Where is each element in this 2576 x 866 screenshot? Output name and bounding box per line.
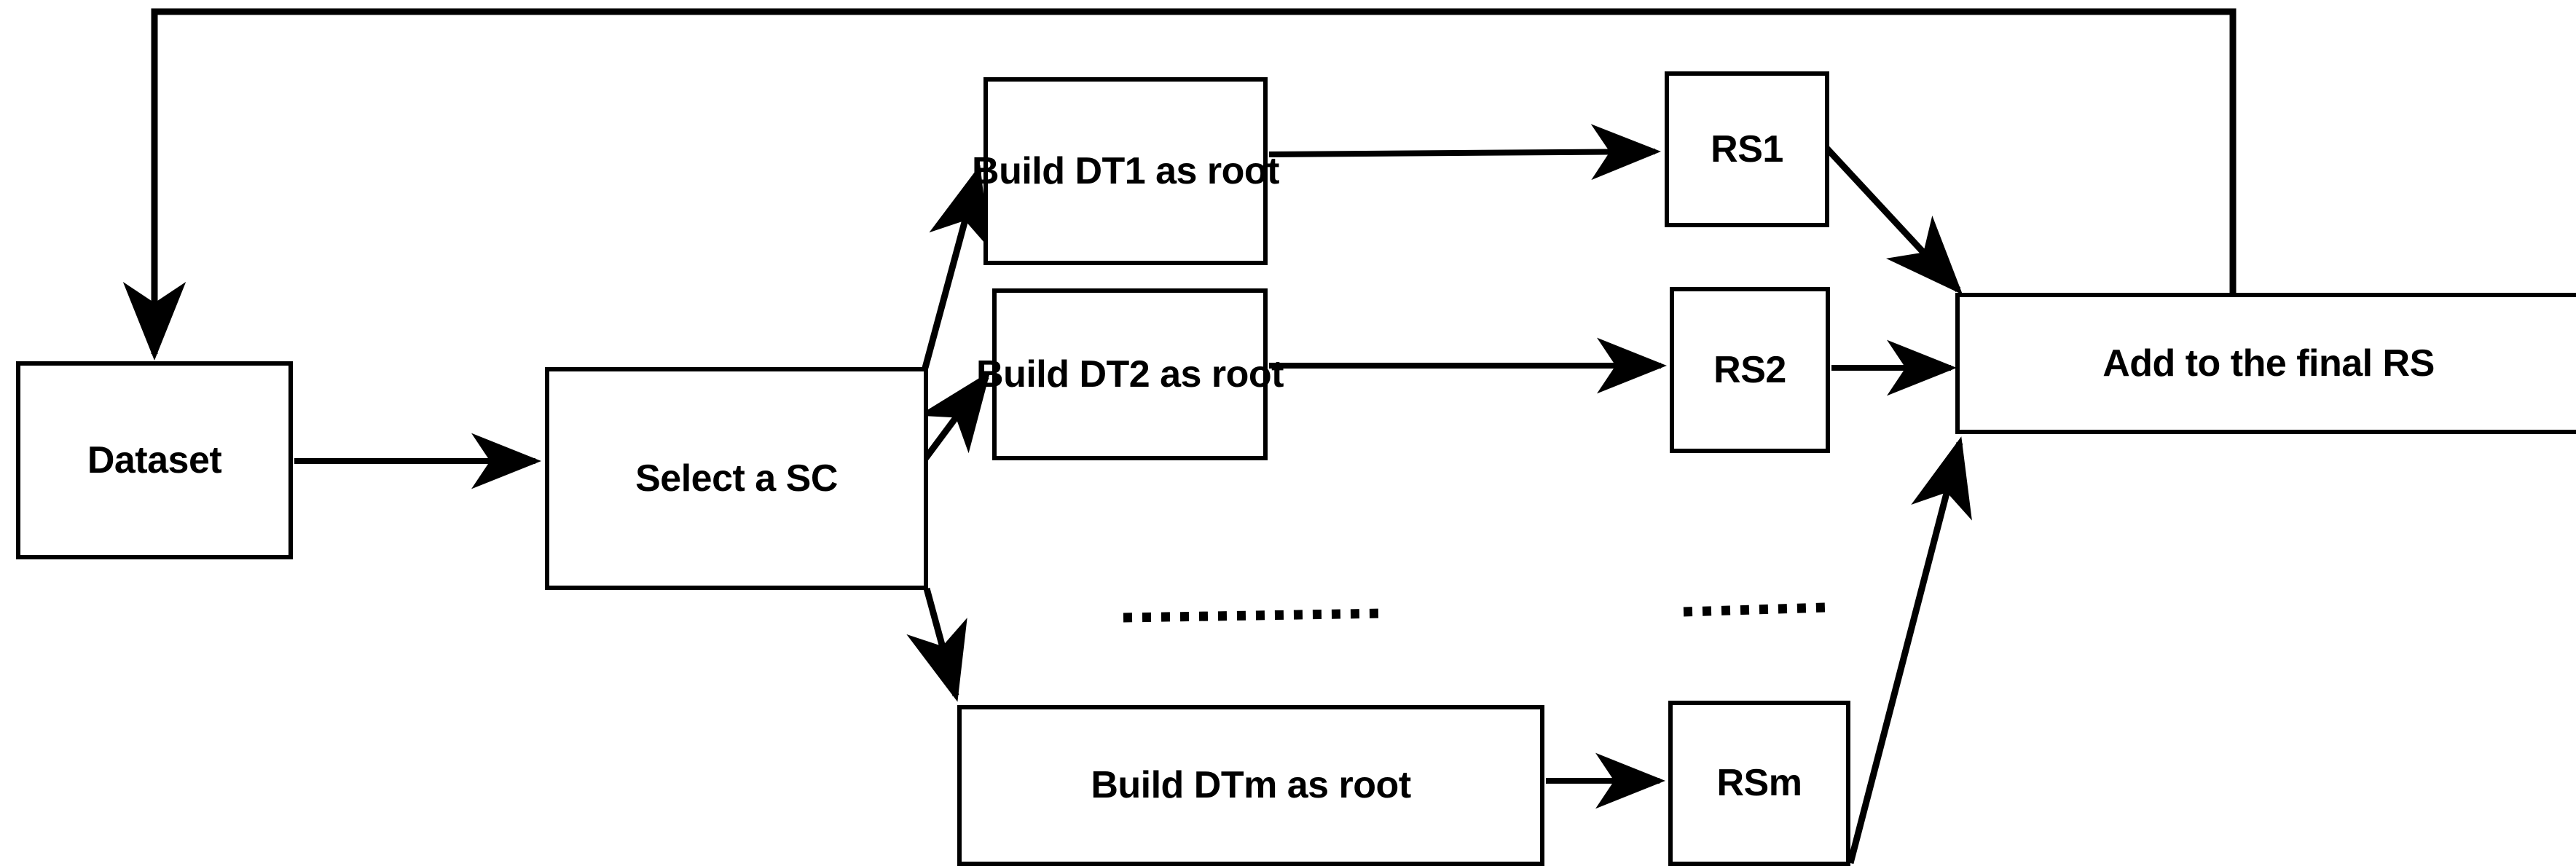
node-final-rs[interactable]: Add to the final RS <box>1955 293 2576 434</box>
node-select-sc-label: Select a SC <box>635 457 838 500</box>
node-rs1-label: RS1 <box>1711 127 1783 170</box>
edge-select-to-dt2 <box>918 371 991 461</box>
node-build-dt1[interactable]: Build DT1 as root <box>972 77 1279 265</box>
node-build-dtm[interactable]: Build DTm as root <box>957 705 1544 866</box>
node-rsm-label: RSm <box>1716 762 1802 805</box>
node-build-dtm-label: Build DTm as root <box>1091 764 1411 807</box>
node-build-dt1-label: Build DT1 as root <box>972 149 1279 192</box>
edge-final-to-dataset-feedback <box>122 8 2237 361</box>
node-final-rs-label: Add to the final RS <box>2102 342 2435 385</box>
node-build-dt2[interactable]: Build DT2 as root <box>976 288 1284 460</box>
node-select-sc[interactable]: Select a SC <box>545 367 928 590</box>
node-dataset[interactable]: Dataset <box>16 361 293 559</box>
node-rsm[interactable]: RSm <box>1668 701 1850 866</box>
node-build-dt2-label: Build DT2 as root <box>976 353 1284 395</box>
ellipsis-rs-column-icon <box>1683 602 1826 617</box>
edge-dt1-to-rs1 <box>1268 124 1661 181</box>
edge-select-to-dtm <box>906 587 967 702</box>
node-rs2[interactable]: RS2 <box>1670 287 1830 453</box>
edge-rs1-to-final <box>1823 145 1963 295</box>
edge-select-to-dt1 <box>922 165 990 369</box>
ellipsis-build-column-icon <box>1123 608 1387 623</box>
edge-rsm-to-final <box>1847 436 1972 865</box>
node-rs2-label: RS2 <box>1713 348 1786 391</box>
node-dataset-label: Dataset <box>87 438 222 481</box>
node-rs1[interactable]: RS1 <box>1665 71 1829 227</box>
